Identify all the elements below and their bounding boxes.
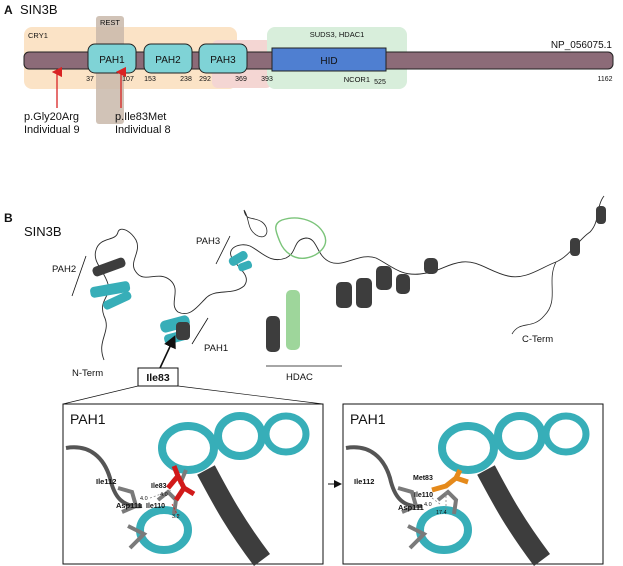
wt-ile83-label: Ile83 <box>151 483 167 490</box>
mut-helix <box>542 412 590 456</box>
met83-stick <box>431 468 469 493</box>
wt-helix <box>262 412 310 456</box>
pah1-domain <box>87 43 137 74</box>
ile83-stick <box>166 465 196 502</box>
wt-asp111-label: Asp111 <box>116 501 142 510</box>
cterm-trace <box>511 261 557 335</box>
mut-ile112-label: Ile112 <box>354 477 374 486</box>
position-label: 292 <box>199 76 211 83</box>
pah3-domain <box>198 43 248 74</box>
pah2-helix <box>90 281 131 298</box>
pah3-label: PAH3 <box>210 55 236 66</box>
pah2-label: PAH2 <box>155 55 181 66</box>
pah3-helix <box>228 251 248 266</box>
callout-arrow <box>159 335 176 369</box>
nterm-label: N-Term <box>72 368 103 379</box>
hid-helix <box>424 258 438 274</box>
zoom-left-title: PAH1 <box>70 411 106 427</box>
pah2-helix <box>92 257 126 277</box>
mut-ile110-stick <box>436 489 459 515</box>
pah1-struct-label: PAH1 <box>204 343 228 354</box>
mut-helix <box>494 412 546 460</box>
pah1-label: PAH1 <box>99 55 125 66</box>
panel-a-title: SIN3B <box>20 2 58 17</box>
pah1-tick <box>191 317 209 345</box>
callout-box <box>137 367 179 387</box>
position-label: 153 <box>144 76 156 83</box>
position-label: 37 <box>86 76 94 83</box>
mut-met83-label: Met83 <box>413 475 433 482</box>
panel-b-letter: B <box>4 211 13 225</box>
panel-b-title: SIN3B <box>24 224 62 239</box>
hid-helix <box>336 282 352 308</box>
pah2-struct-label: PAH2 <box>52 264 76 275</box>
rest-label: REST <box>100 18 120 27</box>
wt-ile110-label: Ile110 <box>146 503 165 510</box>
mut-distance-label: 17.4 <box>436 510 447 516</box>
wt-distance-label: 3.2 <box>172 514 180 520</box>
zoom-line-left <box>62 385 139 405</box>
position-label: 1162 <box>597 76 612 83</box>
distance-line <box>431 497 441 505</box>
mut-sticks <box>397 486 428 550</box>
position-label: 107 <box>122 76 134 83</box>
mut-coil <box>345 445 423 509</box>
variant1-individual: Individual 9 <box>24 124 80 136</box>
hdac-dark-helix <box>266 316 280 352</box>
position-label: 369 <box>235 76 247 83</box>
pah3-struct-label: PAH3 <box>196 236 220 247</box>
wt-dark-helix <box>197 465 271 566</box>
suds3-label: SUDS3, HDAC1 <box>310 30 365 39</box>
zoom-right-title: PAH1 <box>350 411 386 427</box>
pah2-helix <box>103 291 132 310</box>
hdac-helix <box>286 290 300 350</box>
pah3-tick <box>215 235 231 265</box>
hid-domain <box>271 47 387 72</box>
callout-label: Ile83 <box>146 372 170 384</box>
pah2-domain <box>143 43 193 74</box>
position-label: 238 <box>180 76 192 83</box>
hid-helix <box>396 274 410 294</box>
zoom-panel-wildtype <box>62 403 324 565</box>
wt-sticks <box>117 486 148 550</box>
position-label: 525 <box>374 79 386 86</box>
wt-coil <box>65 445 143 509</box>
hdac-label: HDAC <box>286 372 313 383</box>
zoom-panel-mutant <box>342 403 604 565</box>
panel-a-letter: A <box>4 3 13 17</box>
wt-distance-label: 4.0 <box>140 496 148 502</box>
variant1-name: p.Gly20Arg <box>24 111 79 123</box>
variant2-individual: Individual 8 <box>115 124 171 136</box>
zoom-line-right <box>177 385 324 405</box>
accession-label: NP_056075.1 <box>551 40 613 51</box>
hid-label: HID <box>320 56 337 67</box>
mut-dark-helix <box>477 465 551 566</box>
pah1-helix <box>176 322 190 340</box>
mut-helix <box>438 422 498 474</box>
loop-trace <box>243 209 268 238</box>
ncor1-label: NCOR1 <box>344 75 370 84</box>
cterm-label: C-Term <box>522 334 553 345</box>
pah1-helix <box>160 315 190 333</box>
mut-ile110-label: Ile110 <box>414 492 433 499</box>
position-label: 393 <box>261 76 273 83</box>
wt-ile112-label: Ile112 <box>96 477 116 486</box>
cterm-helix <box>570 238 580 256</box>
wt-helix <box>214 412 266 460</box>
hid-helix <box>376 266 392 290</box>
variant2-name: p.Ile83Met <box>115 111 166 123</box>
hid-helix <box>356 278 372 308</box>
pah3-helix <box>237 260 253 272</box>
cterm-helix <box>596 206 606 224</box>
pah2-tick <box>71 255 87 297</box>
hdac-region-top <box>275 217 327 259</box>
wt-distance-label: 4.0 <box>160 492 168 498</box>
wt-helix <box>158 422 218 474</box>
mut-distance-label: 4.0 <box>424 502 432 508</box>
cry1-label: CRY1 <box>28 31 48 40</box>
mut-asp111-label: Asp111 <box>398 503 424 512</box>
